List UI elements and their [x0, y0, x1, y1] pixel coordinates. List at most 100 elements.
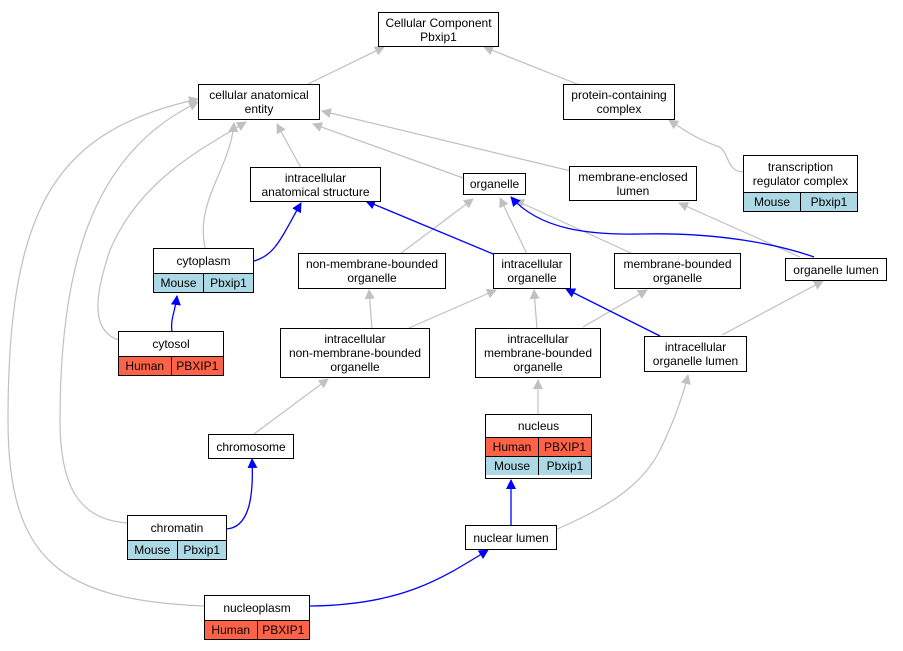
species-row: Mouse Pbxip1 — [128, 540, 226, 559]
node-label-line: chromosome — [216, 439, 286, 454]
edge-inmbo-io — [408, 289, 497, 329]
node-chromosome[interactable]: chromosome — [208, 434, 294, 459]
species-cell: Mouse — [154, 274, 203, 292]
gene-cell: Pbxip1 — [538, 457, 591, 475]
node-label-line: nuclear lumen — [473, 530, 549, 545]
node-nucleoplasm[interactable]: nucleoplasm Human PBXIP1 — [204, 595, 310, 640]
node-non-membrane-bounded-organelle[interactable]: non-membrane-bounded organelle — [298, 253, 446, 289]
node-label-line: non-membrane-bounded — [305, 257, 439, 271]
edge-chromatin-cae — [59, 101, 199, 524]
node-cytoplasm[interactable]: cytoplasm Mouse Pbxip1 — [153, 248, 254, 293]
node-label-line: membrane-enclosed — [578, 169, 688, 184]
node-intracellular-anatomical-structure[interactable]: intracellular anatomical structure — [250, 167, 381, 202]
node-label-line: Cellular Component — [385, 15, 492, 30]
node-label-line: anatomical structure — [261, 184, 370, 199]
node-protein-containing-complex[interactable]: protein-containing complex — [563, 84, 675, 120]
edge-pcc-root — [483, 45, 583, 87]
node-label-line: membrane-bounded — [623, 257, 732, 271]
gene-cell: PBXIP1 — [170, 357, 223, 375]
species-cell: Human — [119, 357, 171, 375]
edge-ol-organelle — [510, 196, 815, 258]
species-row: Mouse Pbxip1 — [154, 273, 253, 292]
node-intracellular-organelle-lumen[interactable]: intracellular organelle lumen — [644, 336, 747, 372]
node-label-line: organelle — [469, 177, 520, 191]
node-label-line: complex — [596, 102, 642, 116]
gene-cell: PBXIP1 — [256, 621, 309, 639]
node-label-line: organelle — [330, 360, 380, 374]
node-intracellular-membrane-bounded-organelle[interactable]: intracellular membrane-bounded organelle — [475, 328, 601, 378]
node-chromatin[interactable]: chromatin Mouse Pbxip1 — [127, 515, 227, 560]
species-row: Human PBXIP1 — [205, 620, 309, 639]
node-label-line: organelle lumen — [652, 354, 739, 368]
species-cell: Mouse — [744, 193, 800, 211]
gene-cell: PBXIP1 — [538, 438, 591, 456]
edge-imbo-io — [529, 289, 540, 330]
gene-cell: Pbxip1 — [176, 541, 226, 559]
species-row: Mouse Pbxip1 — [486, 456, 591, 475]
node-label-line: organelle — [347, 271, 397, 285]
edge-chromatin-chromosome — [225, 458, 258, 530]
node-intracellular-non-membrane-bounded-organelle[interactable]: intracellular non-membrane-bounded organ… — [280, 328, 430, 378]
node-label-line: membrane-bounded — [483, 346, 593, 360]
node-label-line: nucleoplasm — [223, 601, 291, 615]
edge-cae-root — [307, 46, 385, 85]
node-nucleus[interactable]: nucleus Human PBXIP1 Mouse Pbxip1 — [485, 414, 592, 479]
edge-imbo-mbo — [582, 289, 648, 328]
species-cell: Human — [205, 621, 257, 639]
species-row: Mouse Pbxip1 — [744, 192, 857, 211]
node-intracellular-organelle[interactable]: intracellular organelle — [493, 253, 571, 289]
edge-cytoplasm-cae — [202, 122, 239, 249]
edge-mel-cae — [321, 108, 576, 173]
node-transcription-regulator-complex[interactable]: transcription regulator complex Mouse Pb… — [743, 155, 858, 212]
gene-cell: Pbxip1 — [800, 193, 857, 211]
node-label-line: organelle — [652, 271, 703, 285]
node-label-line: cellular anatomical — [209, 88, 309, 102]
node-label-line: cytoplasm — [176, 254, 231, 268]
node-label-line: chromatin — [150, 521, 204, 535]
edge-io-ias — [365, 199, 499, 257]
edge-organelle-cae — [312, 122, 467, 180]
edge-nucleoplasm-cae — [7, 96, 205, 607]
edge-cytosol-cytoplasm — [170, 295, 181, 333]
node-nuclear-lumen[interactable]: nuclear lumen — [465, 525, 557, 550]
node-label-line: intracellular — [284, 170, 347, 185]
node-label-line: non-membrane-bounded — [288, 346, 422, 360]
species-cell: Mouse — [128, 541, 177, 559]
species-row: Human PBXIP1 — [119, 356, 223, 375]
node-organelle-lumen[interactable]: organelle lumen — [785, 258, 887, 281]
edge-cytoplasm-ias — [253, 202, 302, 262]
node-label-line: regulator complex — [752, 174, 849, 188]
species-cell: Mouse — [486, 457, 538, 475]
node-label-line: Pbxip1 — [420, 29, 457, 44]
edge-nucleoplasm-nlumen — [309, 549, 489, 607]
edge-ias-cae — [276, 123, 302, 169]
node-label-line: organelle lumen — [793, 262, 879, 277]
node-label-line: intracellular — [664, 340, 727, 354]
edge-io-organelle — [499, 197, 528, 255]
species-row: Human PBXIP1 — [486, 437, 591, 456]
node-label-line: cytosol — [152, 337, 190, 351]
node-cellular-anatomical-entity[interactable]: cellular anatomical entity — [198, 84, 320, 120]
node-label-line: nucleus — [517, 419, 560, 433]
node-label-line: intracellular — [507, 332, 569, 346]
node-label-line: intracellular — [501, 257, 563, 271]
node-label-line: transcription — [767, 160, 834, 174]
node-label-line: entity — [244, 102, 274, 116]
edge-inmbo-nmbo — [364, 289, 375, 330]
node-label-line: lumen — [616, 183, 650, 198]
node-cytosol[interactable]: cytosol Human PBXIP1 — [118, 331, 224, 376]
edge-chromosome-inmbo — [253, 378, 329, 435]
edge-iol-ol — [721, 280, 824, 336]
node-organelle[interactable]: organelle — [463, 173, 526, 195]
node-label-line: intracellular — [324, 332, 386, 346]
edge-iol-io — [565, 288, 661, 337]
edge-ol-mel — [678, 202, 801, 258]
edge-mbo-organelle — [514, 199, 634, 255]
node-cellular-component-root[interactable]: Cellular Component Pbxip1 — [378, 12, 499, 47]
node-membrane-bounded-organelle[interactable]: membrane-bounded organelle — [614, 253, 741, 289]
gene-cell: Pbxip1 — [203, 274, 253, 292]
node-membrane-enclosed-lumen[interactable]: membrane-enclosed lumen — [569, 166, 697, 201]
edge-nmbo-organelle — [399, 198, 474, 255]
node-label-line: organelle — [513, 360, 563, 374]
